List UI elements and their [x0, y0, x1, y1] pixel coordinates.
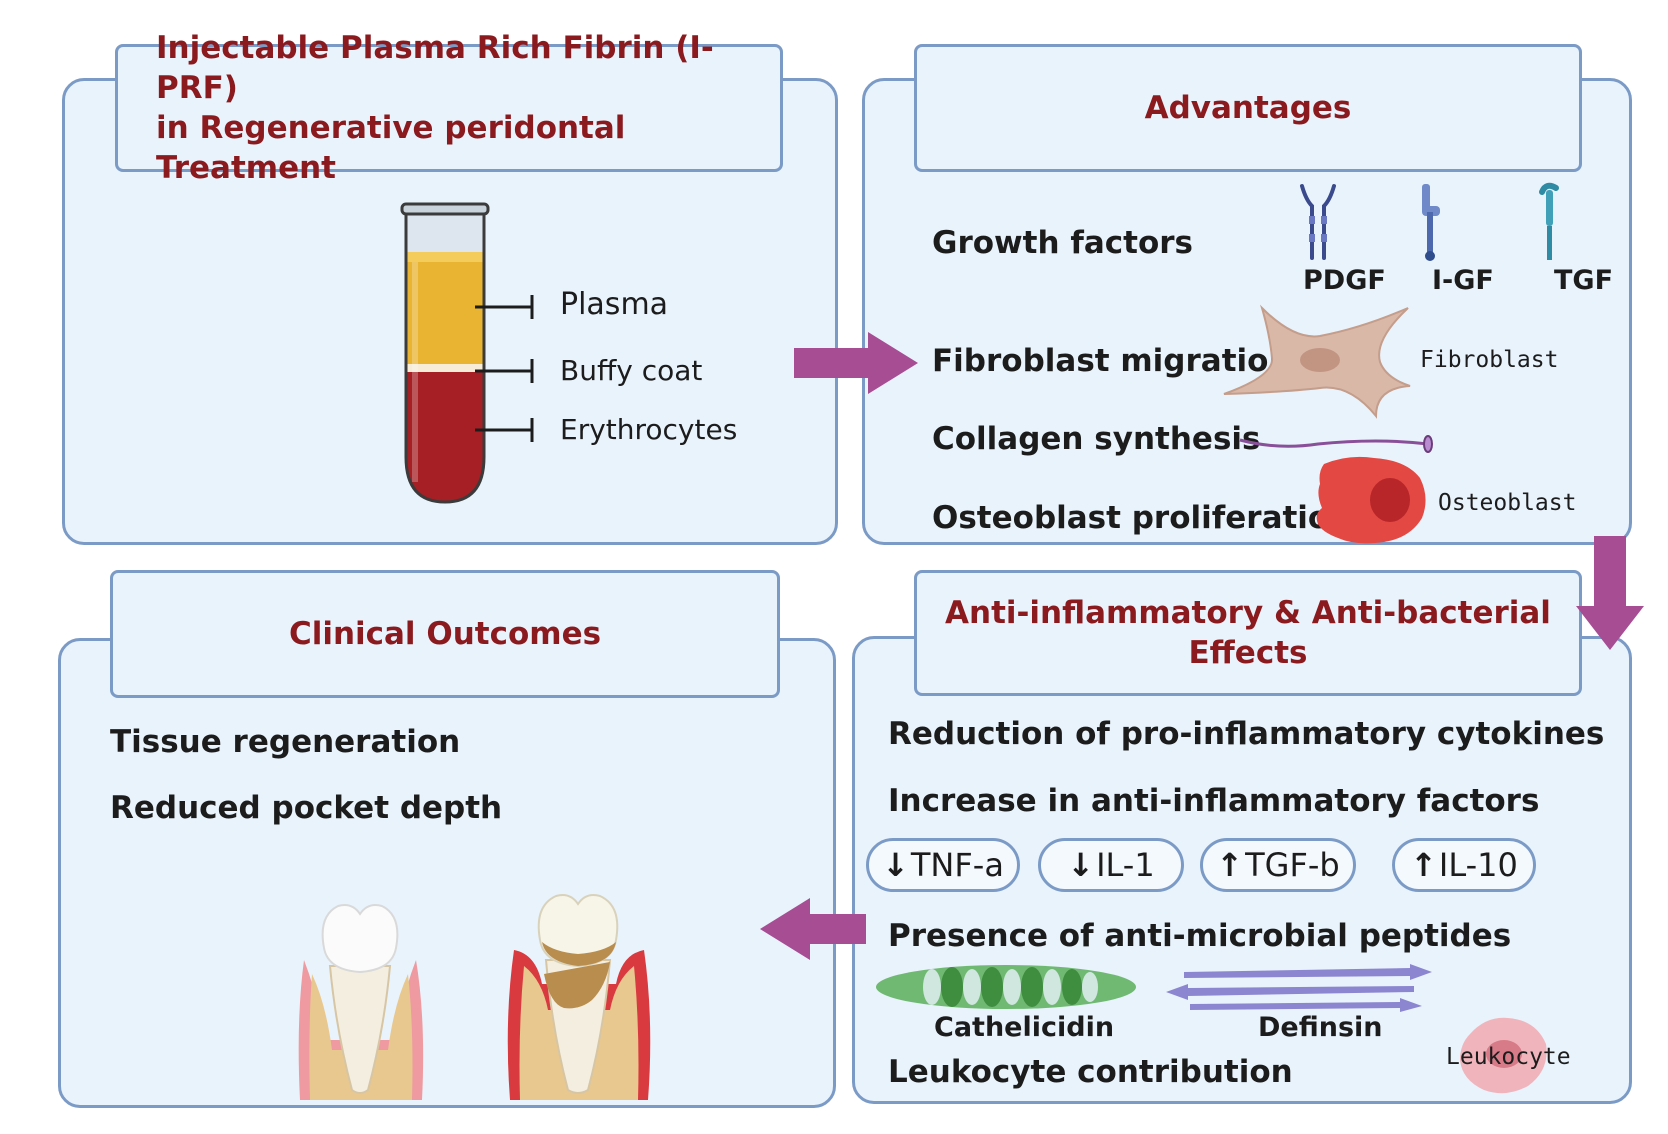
outcomes-title: Clinical Outcomes — [110, 570, 780, 698]
osteoblast-label: Osteoblast — [1438, 490, 1577, 516]
cytokine-name: TNF-a — [910, 846, 1004, 884]
igf-receptor-icon — [1422, 184, 1440, 261]
collagen-synthesis-text: Collagen synthesis — [932, 421, 1261, 457]
peptides-text: Presence of anti-microbial peptides — [888, 918, 1512, 954]
reduced-pocket-depth-text: Reduced pocket depth — [110, 790, 503, 826]
down-arrow-icon: ↓ — [1067, 846, 1095, 884]
igf-label: I-GF — [1432, 265, 1494, 296]
layer-pointer-lines — [475, 295, 534, 442]
cytokine-name: IL-10 — [1438, 846, 1518, 884]
cytokine-name: TGF-b — [1245, 846, 1340, 884]
anti-title-line2: Effects — [1188, 635, 1308, 671]
cathelicidin-label: Cathelicidin — [934, 1012, 1115, 1043]
tgf-receptor-icon — [1539, 182, 1559, 260]
pdgf-receptor-icon — [1300, 184, 1336, 260]
up-arrow-icon: ↑ — [1216, 846, 1244, 884]
cathelicidin-helix-icon — [876, 965, 1136, 1009]
tgf-label: TGF — [1554, 265, 1614, 296]
leukocyte-cell-icon — [1460, 1017, 1547, 1094]
arrow-down-icon — [1576, 536, 1644, 650]
down-arrow-icon: ↓ — [882, 846, 909, 884]
arrow-left-icon — [760, 898, 866, 960]
erythrocytes-label: Erythrocytes — [560, 413, 738, 446]
fibroblast-migration-text: Fibroblast migration — [932, 343, 1291, 379]
up-arrow-icon: ↑ — [1410, 846, 1437, 884]
fibroblast-cell-icon — [1223, 304, 1411, 419]
prf-title-line1: Injectable Plasma Rich Fibrin (I-PRF) — [156, 30, 714, 106]
test-tube-icon — [400, 202, 490, 504]
healthy-tooth-icon — [298, 904, 424, 1100]
definsin-sheet-icon — [1166, 964, 1432, 1012]
anti-title: Anti-inflammatory & Anti-bacterial Effec… — [914, 570, 1582, 696]
prf-title-line2: in Regenerative peridontal Treatment — [156, 110, 626, 186]
osteoblast-cell-icon — [1316, 456, 1426, 544]
plasma-label: Plasma — [560, 287, 669, 322]
definsin-label: Definsin — [1258, 1012, 1383, 1043]
anti-title-line1: Anti-inflammatory & Anti-bacterial — [945, 595, 1551, 631]
cytokine-il-1: ↓IL-1 — [1038, 838, 1184, 892]
outcomes-panel — [58, 638, 836, 1108]
growth-factors-text: Growth factors — [932, 225, 1193, 261]
fibroblast-label: Fibroblast — [1420, 347, 1559, 373]
leukocyte-contribution-text: Leukocyte contribution — [888, 1054, 1293, 1090]
diseased-tooth-icon — [507, 894, 651, 1100]
pdgf-label: PDGF — [1303, 265, 1386, 296]
prf-title: Injectable Plasma Rich Fibrin (I-PRF) in… — [115, 30, 783, 186]
buffy-coat-label: Buffy coat — [560, 354, 703, 387]
reduction-cytokines-text: Reduction of pro-inflammatory cytokines — [888, 716, 1605, 752]
increase-factors-text: Increase in anti-inflammatory factors — [888, 783, 1540, 819]
leukocyte-label: Leukocyte — [1446, 1044, 1571, 1070]
osteoblast-proliferation-text: Osteoblast proliferation — [932, 500, 1352, 536]
arrow-right-icon — [794, 332, 918, 394]
collagen-strand-icon — [1239, 435, 1433, 453]
cytokine-tgf-b: ↑TGF-b — [1200, 838, 1356, 892]
tissue-regeneration-text: Tissue regeneration — [110, 724, 461, 760]
cytokine-tnf-a: ↓TNF-a — [866, 838, 1020, 892]
advantages-title: Advantages — [914, 44, 1582, 172]
cytokine-il-10: ↑IL-10 — [1392, 838, 1536, 892]
cytokine-name: IL-1 — [1096, 846, 1155, 884]
